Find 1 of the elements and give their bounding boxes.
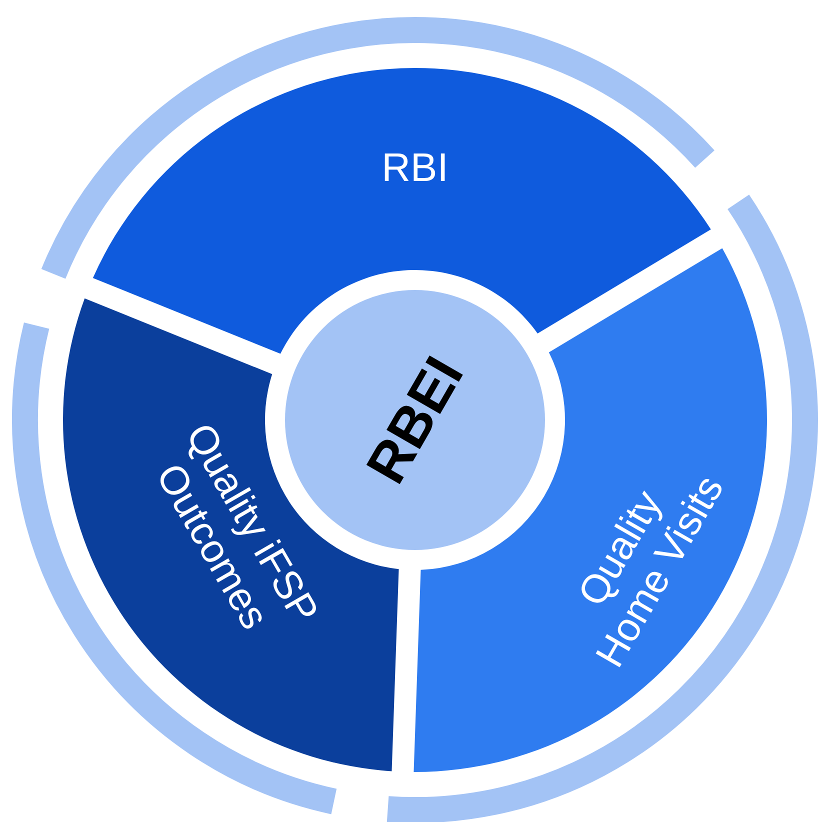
segment-label: RBI [380, 145, 450, 191]
